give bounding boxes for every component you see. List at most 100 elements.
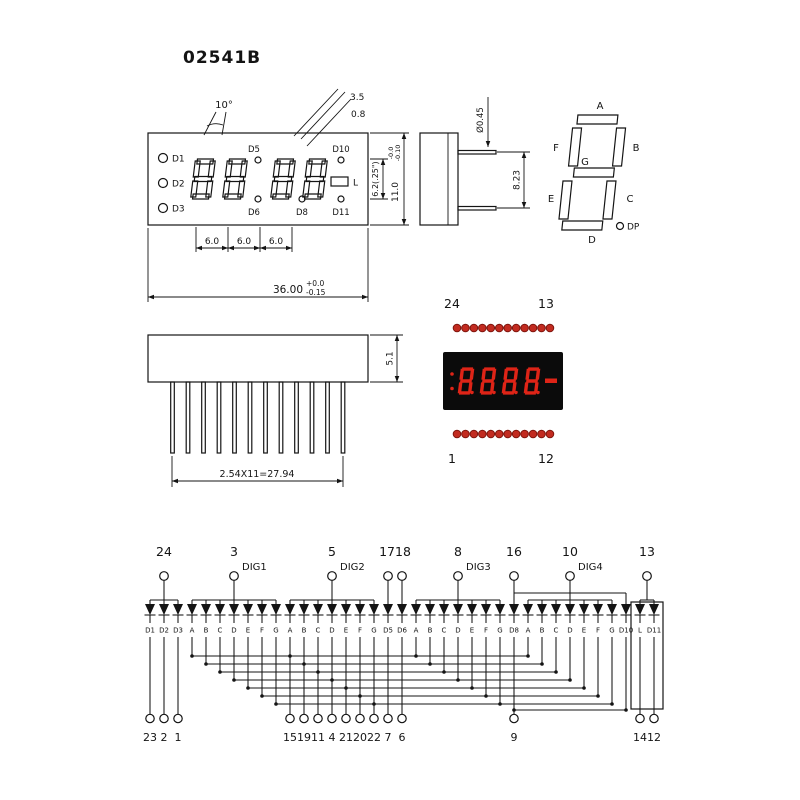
bottom-pin-circle (355, 713, 365, 724)
diode-label: D6 (397, 627, 407, 635)
junction-dot (470, 686, 474, 690)
overall-height-tol-bottom: -0.10 (394, 145, 402, 162)
junction-dot (232, 678, 236, 682)
bottom-pin-label: 19 (297, 731, 311, 744)
led-d5-label: D5 (248, 145, 260, 155)
part-number-title: 02541B (183, 48, 261, 68)
pin-row-spacing-value: 8.23 (513, 170, 523, 190)
junction-dot (596, 694, 600, 698)
diode-symbol (327, 604, 337, 615)
overall-height-tol-top: -0.0 (387, 147, 395, 160)
segment-B (491, 368, 497, 380)
diode-symbol (341, 604, 351, 615)
diode-label: A (190, 627, 195, 635)
led-dot (528, 323, 538, 333)
digit-height-value: 6.2(.25") (371, 161, 380, 196)
segment-dp-circle (615, 221, 625, 231)
angle-leader-line (221, 111, 227, 136)
display-photo: 24 13 1 12 (443, 296, 563, 466)
junction-dot (246, 686, 250, 690)
segment-D (561, 220, 604, 231)
diode-label: B (540, 627, 545, 635)
diode-symbol (411, 604, 421, 615)
diode-symbol (215, 604, 225, 615)
diode-symbol (579, 604, 589, 615)
led-dot (545, 429, 555, 439)
diode-symbol (649, 604, 659, 615)
segment-A (527, 367, 540, 371)
diode-symbol (173, 604, 183, 615)
diode-label: G (273, 627, 278, 635)
segment-F (567, 127, 583, 167)
minus-segment (545, 378, 557, 383)
junction-dot (260, 694, 264, 698)
segment-G (460, 379, 472, 383)
diode-label: D1 (145, 627, 155, 635)
led-dot (545, 323, 555, 333)
top-pin-circle (229, 571, 239, 581)
segment-B (469, 368, 475, 380)
bottom-pin-circle (369, 713, 379, 724)
bottom-pin-circle (341, 713, 351, 724)
overall-width-value: 36.00 (273, 284, 303, 296)
indicator-dot (450, 386, 454, 391)
diode-symbol (271, 604, 281, 615)
diode-label: D2 (159, 627, 169, 635)
diode-symbol (257, 604, 267, 615)
led-dot (461, 429, 470, 439)
through-hole-pin (294, 381, 299, 454)
diode-label: D11 (647, 627, 661, 635)
segment-B (319, 160, 328, 178)
diode-label: E (344, 627, 348, 635)
dig-label: DIG1 (242, 562, 267, 573)
diode-symbol (159, 604, 169, 615)
overall-width-tol-top: +0.0 (306, 279, 324, 288)
junction-dot (204, 662, 208, 666)
diode-label: A (414, 627, 419, 635)
led-d10-circle (337, 156, 345, 164)
top-pin-label: 13 (639, 544, 655, 559)
diode-label: D (567, 627, 572, 635)
angle-leader-line (203, 111, 217, 136)
diode-symbol (187, 604, 197, 615)
l-indicator-label: L (353, 179, 358, 189)
junction-dot (456, 678, 460, 682)
diode-symbol (565, 604, 575, 615)
segment-E (479, 382, 485, 394)
diode-symbol (551, 604, 561, 615)
through-hole-pin (170, 381, 175, 454)
segment-label-d: D (588, 235, 596, 246)
angle-value: 10° (215, 100, 233, 111)
top-pin-label: 24 (156, 544, 172, 559)
bottom-view: 5.1 2.54X11=27.94 (147, 334, 403, 487)
diode-label: E (470, 627, 474, 635)
through-hole-pin (216, 381, 222, 454)
junction-dot (540, 662, 544, 666)
diode-label: D3 (173, 627, 183, 635)
junction-dot (190, 654, 194, 658)
diode-symbol (425, 604, 435, 615)
diode-symbol (537, 604, 547, 615)
overall-width-tol-bottom: -0.15 (306, 288, 326, 297)
segment-B (207, 160, 216, 178)
front-digit (222, 158, 248, 200)
led-dot (503, 429, 513, 439)
indicator-dot (450, 372, 454, 376)
segment-label-c: C (627, 194, 634, 205)
segment-G (482, 379, 494, 383)
led-dot (469, 323, 479, 333)
diode-label: B (302, 627, 307, 635)
junction-dot (498, 702, 502, 706)
segment-F (503, 368, 509, 380)
segment-diagram: A B C D E F G DP (548, 101, 640, 246)
diode-label: G (497, 627, 502, 635)
diode-label: B (428, 627, 433, 635)
photo-digit (501, 367, 519, 395)
bottom-pin-label: 20 (353, 731, 367, 744)
led-d11-label: D11 (332, 208, 349, 218)
diode-symbol (355, 604, 365, 615)
photo-pin-top-right: 13 (538, 296, 554, 311)
diode-symbol (439, 604, 449, 615)
